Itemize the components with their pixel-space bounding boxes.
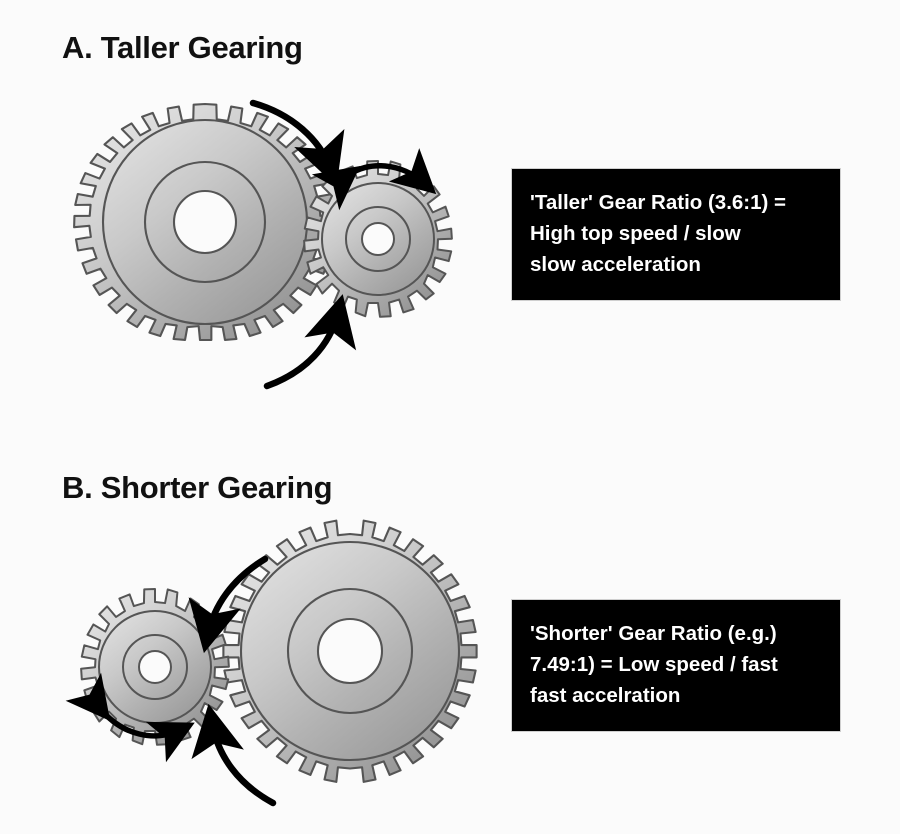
panel-a-callout-line-1: 'Taller' Gear Ratio (3.6:1) =	[530, 191, 787, 214]
panel-b-small-gear	[80, 588, 230, 746]
panel-a-heading: A. Taller Gearing	[62, 30, 303, 65]
gear-hub-hole	[138, 650, 172, 684]
gear-hub-hole	[316, 617, 384, 685]
gear-outer-ring	[239, 540, 461, 762]
panel-a-callout-line-3: slow acceleration	[530, 253, 701, 276]
panel-b-callout-line-3: fast accelration	[530, 684, 681, 707]
panel-a-large-gear-rotation-arrow-top	[249, 99, 345, 187]
gear-outer-ring	[101, 118, 309, 326]
panel-a-large-gear-rotation-arrow-bottom	[263, 294, 357, 390]
panel-b-callout-line-2: 7.49:1) = Low speed / fast	[530, 653, 778, 676]
panel-b-callout: 'Shorter' Gear Ratio (e.g.) 7.49:1) = Lo…	[512, 600, 840, 731]
panel-b-callout-line-1: 'Shorter' Gear Ratio (e.g.)	[530, 622, 777, 645]
gear-tooth-ring	[73, 102, 337, 342]
panel-a-small-gear-rotation-arrow	[311, 148, 437, 211]
panel-a-callout-line-2: High top speed / slow	[530, 222, 741, 245]
gear-outer-ring	[321, 182, 435, 296]
panel-a-large-gear	[73, 102, 337, 342]
panel-b-large-gear-rotation-arrow-top	[188, 555, 269, 654]
panel-a-small-gear	[303, 160, 453, 318]
gear-tooth-ring	[222, 519, 478, 783]
panel-b-large-gear	[222, 519, 478, 783]
panel-b-small-gear-rotation-arrow	[65, 672, 195, 763]
gear-outer-ring	[98, 610, 212, 724]
gear-tooth-ring	[303, 160, 453, 318]
gear-inner-ring	[345, 206, 411, 272]
panel-a-callout: 'Taller' Gear Ratio (3.6:1) = High top s…	[512, 169, 840, 300]
gear-inner-ring	[143, 160, 267, 284]
panel-b-large-gear-rotation-arrow-bottom	[191, 703, 277, 807]
gear-inner-ring	[122, 634, 188, 700]
gear-inner-ring	[286, 587, 414, 715]
panel-b-heading: B. Shorter Gearing	[62, 470, 333, 505]
gear-tooth-ring	[80, 588, 230, 746]
gear-hub-hole	[361, 222, 395, 256]
gear-hub-hole	[172, 189, 238, 255]
